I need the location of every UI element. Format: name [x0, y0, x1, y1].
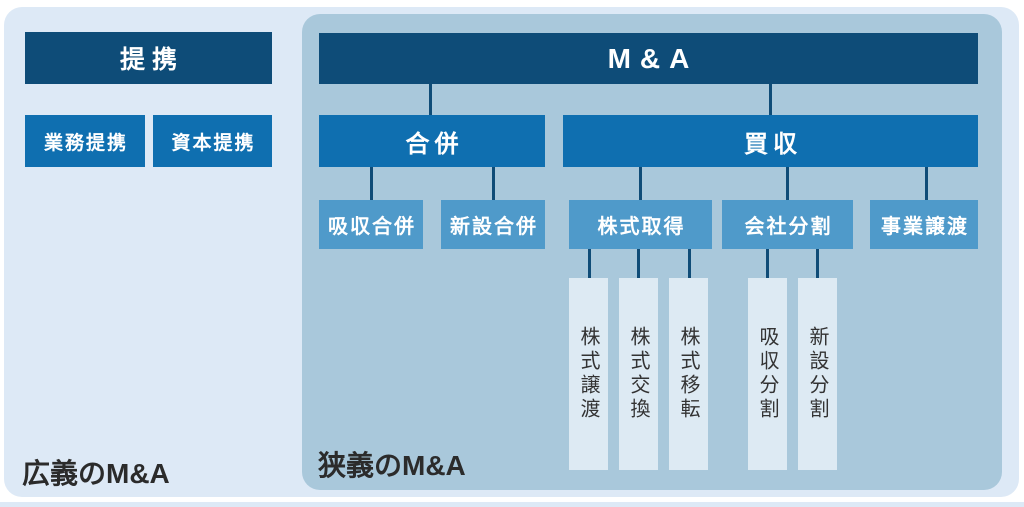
company-split-box: 会社分割	[722, 200, 853, 249]
connector-line	[588, 249, 591, 278]
absorption-split-leaf: 吸収分割	[748, 278, 787, 470]
capital-partnership-box: 資本提携	[153, 115, 272, 167]
connector-line	[688, 249, 691, 278]
consolidation-merger-box: 新設合併	[441, 200, 545, 249]
connector-line	[766, 249, 769, 278]
connector-line	[637, 249, 640, 278]
absorption-merger-box: 吸収合併	[319, 200, 423, 249]
connector-line	[769, 84, 772, 116]
stock-acquisition-box: 株式取得	[569, 200, 712, 249]
narrow-ma-label: 狭義のM&A	[318, 450, 466, 481]
incorporation-split-leaf: 新設分割	[798, 278, 837, 470]
connector-line	[429, 84, 432, 116]
merger-box: 合併	[319, 115, 545, 167]
connector-line	[816, 249, 819, 278]
stock-relocation-leaf: 株式移転	[669, 278, 708, 470]
business-partnership-box: 業務提携	[25, 115, 145, 167]
stock-exchange-leaf: 株式交換	[619, 278, 658, 470]
connector-line	[639, 167, 642, 200]
stock-transfer-leaf: 株式譲渡	[569, 278, 608, 470]
bottom-edge-strip	[0, 502, 1024, 507]
partnership-header-box: 提携	[25, 32, 272, 84]
connector-line	[492, 167, 495, 200]
broad-ma-label: 広義のM&A	[22, 458, 170, 489]
connector-line	[370, 167, 373, 200]
connector-line	[925, 167, 928, 200]
business-transfer-box: 事業譲渡	[870, 200, 978, 249]
ma-root-box: M&A	[319, 33, 978, 84]
acquisition-box: 買収	[563, 115, 978, 167]
connector-line	[786, 167, 789, 200]
